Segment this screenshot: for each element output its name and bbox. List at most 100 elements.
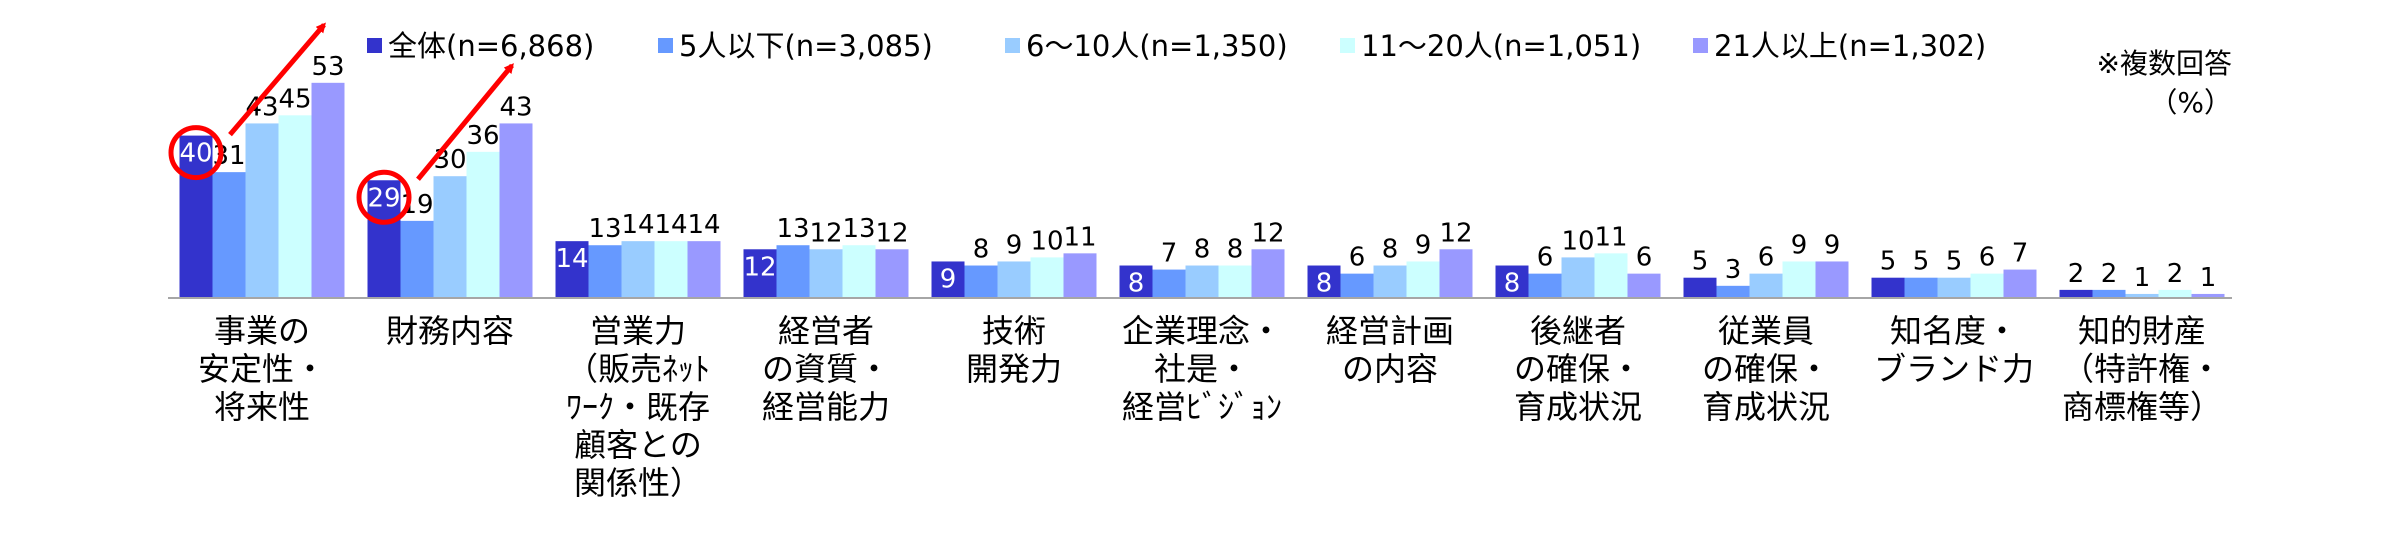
category-label-2-3: 顧客との: [574, 426, 702, 464]
category-label-5-1: 社是・: [1154, 350, 1250, 388]
category-label-10-1: （特許権・: [2062, 350, 2222, 388]
category-label-10-2: 商標権等）: [2062, 388, 2222, 426]
value-label-7-0: 8: [1504, 269, 1521, 299]
bar-10-4: [2191, 293, 2225, 298]
value-label-1-4: 43: [499, 92, 532, 122]
value-label-2-1: 13: [588, 214, 621, 244]
bar-1-2: [433, 176, 467, 298]
value-label-2-3: 14: [654, 210, 687, 240]
legend-label-2: 6～10人(n=1,350): [1026, 29, 1288, 63]
legend-label-3: 11～20人(n=1,051): [1361, 29, 1641, 63]
category-label-0-2: 将来性: [214, 388, 310, 426]
bar-8-3: [1782, 261, 1816, 298]
legend-label-0: 全体(n=6,868): [388, 29, 594, 63]
category-label-10-0: 知的財産: [2078, 312, 2206, 350]
value-label-7-2: 10: [1561, 226, 1594, 256]
category-label-2-1: （販売ﾈｯﾄ: [566, 350, 710, 388]
value-label-4-1: 8: [973, 235, 990, 265]
bar-10-2: [2125, 293, 2159, 298]
bar-2-2: [621, 241, 655, 298]
value-label-0-0: 40: [179, 139, 212, 169]
category-label-2-4: 関係性）: [574, 464, 702, 502]
value-label-8-0: 5: [1692, 247, 1709, 277]
highlights: [168, 22, 514, 225]
bar-0-1: [212, 172, 246, 298]
value-label-6-2: 8: [1382, 235, 1399, 265]
bar-8-1: [1716, 285, 1750, 298]
bars: [179, 82, 2225, 298]
value-label-3-1: 13: [776, 214, 809, 244]
value-label-4-3: 10: [1030, 226, 1063, 256]
value-label-0-4: 53: [311, 52, 344, 82]
bar-6-0: [1307, 265, 1341, 298]
bar-5-3: [1218, 265, 1252, 298]
bar-0-3: [278, 115, 312, 298]
value-label-9-0: 5: [1880, 247, 1897, 277]
bar-1-4: [499, 123, 533, 298]
bar-3-4: [875, 249, 909, 298]
bar-7-1: [1528, 273, 1562, 298]
value-label-8-2: 6: [1758, 243, 1775, 273]
legend-swatch-4: [1693, 38, 1708, 53]
note-unit: （%）: [2149, 86, 2232, 119]
value-label-4-2: 9: [1006, 230, 1023, 260]
legend-swatch-1: [658, 38, 673, 53]
bar-9-0: [1871, 277, 1905, 298]
bar-2-0: [555, 241, 589, 298]
bar-7-3: [1594, 253, 1628, 298]
bar-10-0: [2059, 289, 2093, 298]
bar-4-1: [964, 265, 998, 298]
category-label-0-0: 事業の: [214, 312, 310, 350]
category-label-7-0: 後継者: [1530, 312, 1626, 350]
category-label-6-1: の内容: [1342, 350, 1438, 388]
value-label-8-3: 9: [1791, 230, 1808, 260]
value-label-1-2: 30: [433, 145, 466, 175]
value-label-9-1: 5: [1913, 247, 1930, 277]
bar-4-3: [1030, 257, 1064, 298]
category-label-3-0: 経営者: [778, 312, 874, 350]
highlight-arrow-1: [416, 63, 514, 181]
value-label-1-0: 29: [367, 183, 400, 213]
category-label-4-0: 技術: [982, 312, 1046, 350]
value-label-2-0: 14: [555, 244, 588, 274]
value-label-5-3: 8: [1227, 235, 1244, 265]
bar-6-4: [1439, 249, 1473, 298]
bar-8-0: [1683, 277, 1717, 298]
category-label-4-1: 開発力: [966, 350, 1062, 388]
value-label-3-2: 12: [809, 218, 842, 248]
highlight-arrow-0: [228, 22, 326, 137]
value-label-4-0: 9: [940, 264, 957, 294]
value-label-4-4: 11: [1063, 222, 1096, 252]
category-label-1-0: 財務内容: [386, 312, 514, 350]
category-label-9-1: ブランド力: [1874, 350, 2034, 388]
bar-5-4: [1251, 249, 1285, 298]
bar-3-0: [743, 249, 777, 298]
category-label-8-0: 従業員: [1718, 312, 1814, 350]
value-label-2-2: 14: [621, 210, 654, 240]
bar-1-1: [400, 220, 434, 298]
bar-7-4: [1627, 273, 1661, 298]
bar-7-0: [1495, 265, 1529, 298]
value-label-7-1: 6: [1537, 243, 1554, 273]
bar-10-3: [2158, 289, 2192, 298]
category-labels: 事業の安定性・将来性財務内容営業力（販売ﾈｯﾄﾜｰｸ・既存顧客との関係性）経営者…: [198, 312, 2222, 502]
bar-6-2: [1373, 265, 1407, 298]
legend-swatch-3: [1340, 38, 1355, 53]
value-label-6-3: 9: [1415, 230, 1432, 260]
bar-2-3: [654, 241, 688, 298]
legend-label-4: 21人以上(n=1,302): [1714, 29, 1986, 63]
value-label-7-3: 11: [1594, 222, 1627, 252]
bar-4-2: [997, 261, 1031, 298]
bar-9-1: [1904, 277, 1938, 298]
category-label-2-2: ﾜｰｸ・既存: [566, 388, 710, 426]
category-label-3-1: の資質・: [762, 350, 890, 388]
category-label-2-0: 営業力: [590, 312, 686, 350]
bar-2-1: [588, 245, 622, 298]
value-label-9-2: 5: [1946, 247, 1963, 277]
bar-5-0: [1119, 265, 1153, 298]
value-label-10-4: 1: [2200, 263, 2217, 293]
bar-3-1: [776, 245, 810, 298]
value-label-6-4: 12: [1439, 218, 1472, 248]
